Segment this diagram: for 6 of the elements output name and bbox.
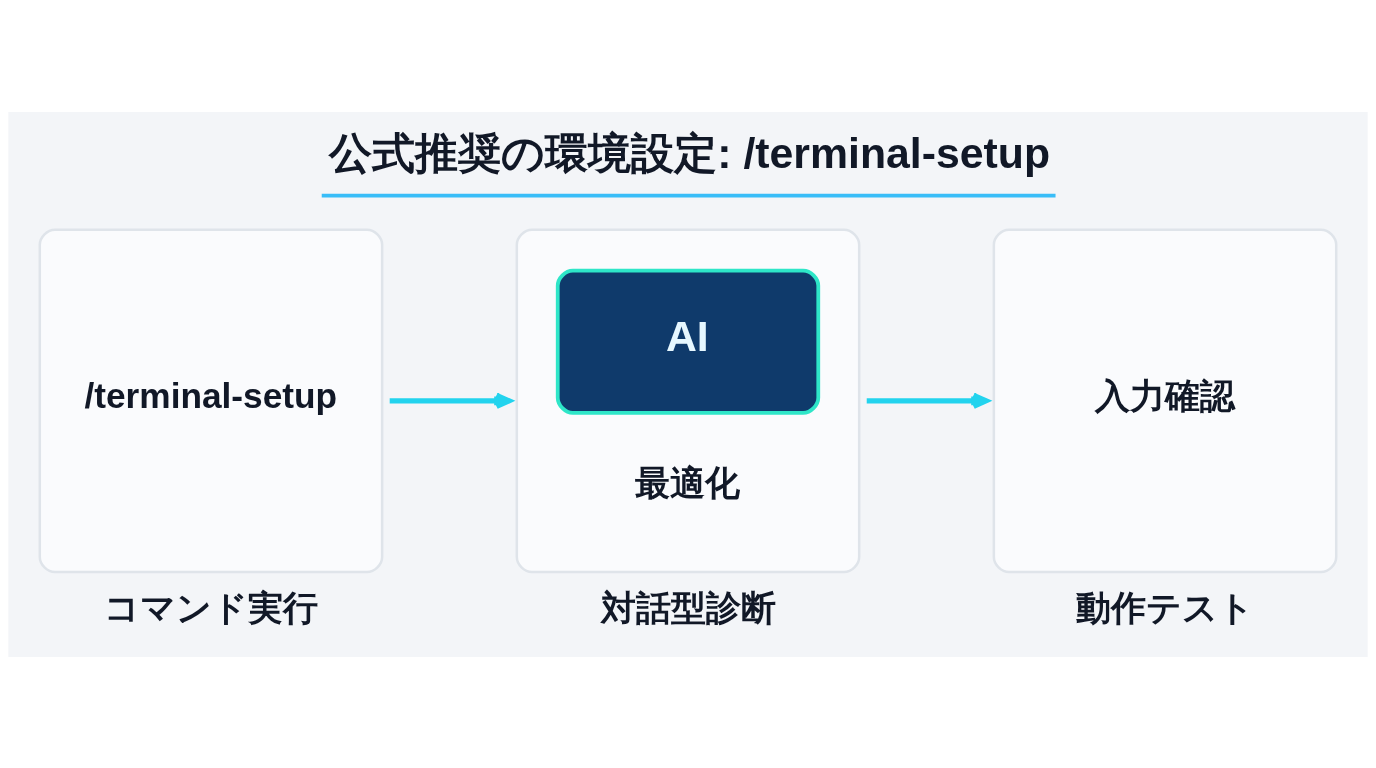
- node-label: 動作テスト: [1075, 587, 1254, 627]
- arrow: [389, 392, 513, 409]
- node-label: コマンド実行: [103, 587, 318, 627]
- node-label: 対話型診断: [600, 587, 776, 627]
- arrow: [866, 392, 990, 409]
- diagram-title: 公式推奨の環境設定: /terminal-setup: [329, 128, 1051, 177]
